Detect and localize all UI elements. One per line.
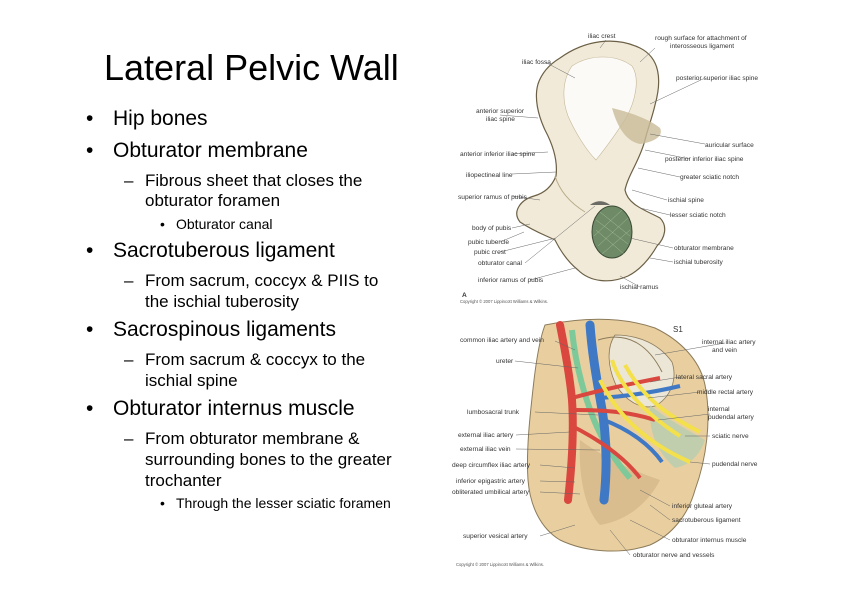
- pelvic-vessels-illustration: common iliac artery and vein S1 internal…: [452, 318, 758, 567]
- label-internal-pudendal: internal: [708, 406, 730, 413]
- sub-bullet-from-obturator-membrane-cont: surrounding bones to the greater: [145, 450, 392, 469]
- label-ext-iliac-vein: external iliac vein: [460, 446, 511, 453]
- bullet-obturator-internus: Obturator internus muscle: [113, 397, 355, 420]
- label-ischial-ramus: ischial ramus: [620, 284, 659, 291]
- sub-bullet-from-obturator-membrane: From obturator membrane &: [145, 429, 360, 448]
- slide-title: Lateral Pelvic Wall: [104, 47, 399, 88]
- label-ischial-tuberosity: ischial tuberosity: [674, 259, 723, 266]
- bullet-marker: •: [86, 397, 94, 420]
- label-internal-pudendal-2: pudendal artery: [708, 414, 755, 421]
- label-inf-ramus: inferior ramus of pubis: [478, 277, 544, 284]
- label-ureter: ureter: [496, 358, 514, 365]
- sub-bullet-fibrous-sheet: Fibrous sheet that closes the: [145, 171, 363, 190]
- bullet-obturator-membrane: Obturator membrane: [113, 139, 308, 162]
- bullet-marker: •: [86, 139, 94, 162]
- label-iliac-fossa: iliac fossa: [522, 59, 551, 66]
- figure-a-copyright: Copyright © 2007 Lippincott Williams & W…: [460, 299, 548, 304]
- label-sacrotuberous: sacrotuberous ligament: [672, 517, 741, 524]
- label-lesser-notch: lesser sciatic notch: [670, 212, 726, 219]
- sub-sub-bullet-marker: •: [160, 495, 165, 511]
- label-obt-nerve: obturator nerve and vessels: [633, 552, 715, 559]
- label-pubic-tubercle: pubic tubercle: [468, 239, 509, 246]
- label-ext-iliac-artery: external iliac artery: [458, 432, 514, 439]
- label-rough-surface: rough surface for attachment of: [655, 35, 747, 42]
- figure-b-copyright: Copyright © 2007 Lippincott Williams & W…: [456, 562, 544, 567]
- label-aiis: anterior inferior iliac spine: [460, 151, 535, 158]
- label-body-pubis: body of pubis: [472, 225, 512, 232]
- bullet-marker: •: [86, 318, 94, 341]
- nerve-shape: [598, 359, 701, 464]
- bullet-marker: •: [86, 107, 94, 130]
- bullet-marker: •: [86, 239, 94, 262]
- label-inf-gluteal: inferior gluteal artery: [672, 503, 733, 510]
- bullet-hip-bones: Hip bones: [113, 107, 208, 130]
- label-inf-epigastric: inferior epigastric artery: [456, 478, 526, 485]
- label-internal-iliac: internal iliac artery: [702, 339, 756, 346]
- label-asis-2: iliac spine: [486, 116, 515, 123]
- sub-sub-bullet-obturator-canal: Obturator canal: [176, 216, 273, 232]
- sub-bullet-sacrum-coccyx-spine: From sacrum & coccyx to the: [145, 350, 366, 369]
- sub-bullet-marker: –: [124, 171, 134, 190]
- sub-bullet-sacrum-coccyx-spine-cont: ischial spine: [145, 371, 238, 390]
- label-pudendal-nerve: pudendal nerve: [712, 461, 758, 468]
- label-common-iliac: common iliac artery and vein: [460, 337, 544, 344]
- label-piis: posterior inferior iliac spine: [665, 156, 744, 163]
- figure-letter: A: [462, 292, 467, 299]
- sub-bullet-sacrum-coccyx-piis: From sacrum, coccyx & PIIS to: [145, 271, 379, 290]
- label-obt-membrane: obturator membrane: [674, 245, 734, 252]
- sub-bullet-sacrum-coccyx-piis-cont: the ischial tuberosity: [145, 292, 300, 311]
- label-middle-rectal: middle rectal artery: [697, 389, 754, 396]
- label-iliac-crest: iliac crest: [588, 33, 616, 40]
- sub-bullet-marker: –: [124, 271, 134, 290]
- label-asis: anterior superior: [476, 108, 525, 115]
- sub-bullet-marker: –: [124, 350, 134, 369]
- label-pubic-crest: pubic crest: [474, 249, 506, 256]
- label-ischial-spine: ischial spine: [668, 197, 704, 204]
- label-sciatic: sciatic nerve: [712, 433, 749, 440]
- label-sup-ramus: superior ramus of pubis: [458, 194, 528, 201]
- label-internal-iliac-2: and vein: [712, 347, 737, 354]
- label-psis: posterior superior iliac spine: [676, 75, 758, 82]
- bullet-sacrospinous: Sacrospinous ligaments: [113, 318, 336, 341]
- label-deep-circumflex: deep circumflex iliac artery: [452, 462, 531, 469]
- label-lumbosacral: lumbosacral trunk: [467, 409, 520, 416]
- label-lateral-sacral: lateral sacral artery: [676, 374, 733, 381]
- artery-shape: [556, 321, 577, 504]
- sub-bullet-fibrous-sheet-cont: obturator foramen: [145, 191, 281, 210]
- label-obt-internus: obturator internus muscle: [672, 537, 747, 544]
- label-obliterated: obliterated umbilical artery: [452, 489, 530, 496]
- label-auricular: auricular surface: [705, 142, 754, 149]
- label-rough-surface-2: interosseous ligament: [670, 43, 734, 50]
- label-s1: S1: [673, 325, 683, 334]
- sub-sub-bullet-marker: •: [160, 216, 165, 232]
- bullet-sacrotuberous: Sacrotuberous ligament: [113, 239, 335, 262]
- ureter-shape: [569, 329, 633, 480]
- hip-bone-illustration: iliac crest rough surface for attachment…: [458, 33, 758, 304]
- label-iliopectineal: iliopectineal line: [466, 172, 513, 179]
- label-obt-canal: obturator canal: [478, 260, 523, 267]
- sub-bullet-marker: –: [124, 429, 134, 448]
- sub-bullet-from-obturator-membrane-cont2: trochanter: [145, 471, 222, 490]
- label-greater-notch: greater sciatic notch: [680, 174, 739, 181]
- sub-sub-bullet-lesser-sciatic: Through the lesser sciatic foramen: [176, 495, 391, 511]
- label-sup-vesical: superior vesical artery: [463, 533, 528, 540]
